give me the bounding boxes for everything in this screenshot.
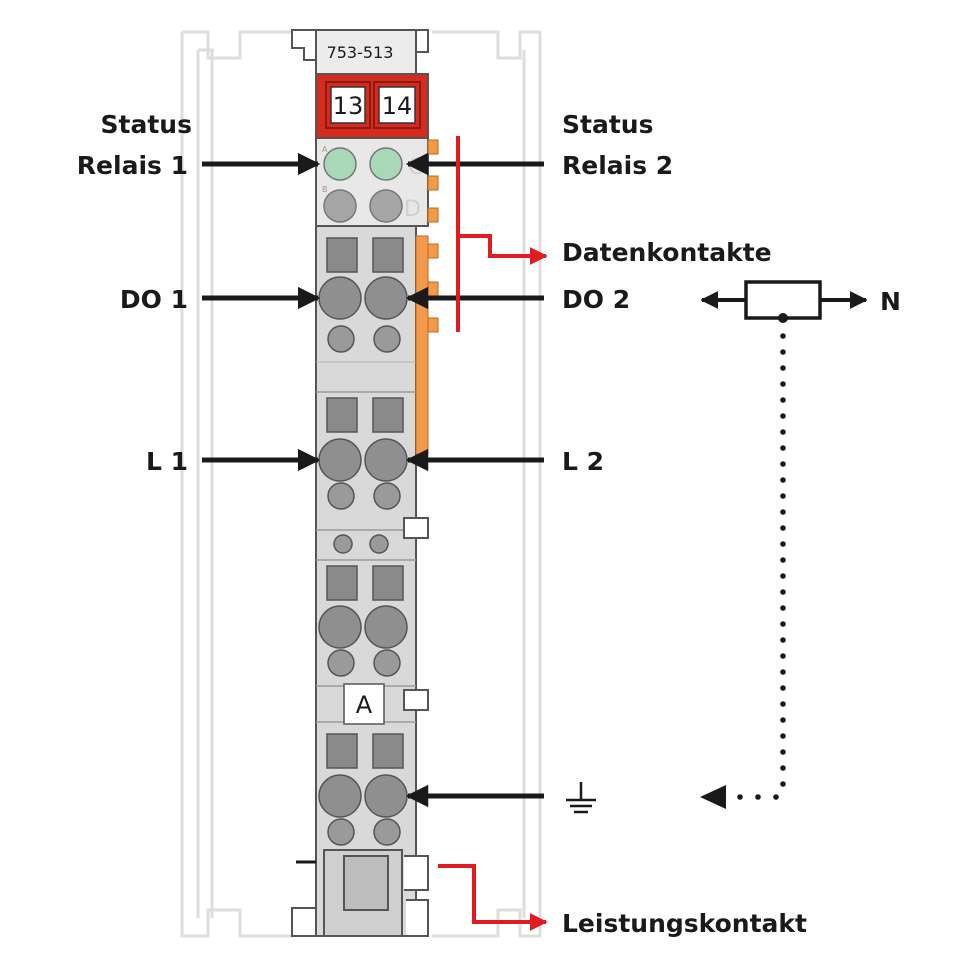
labels: Status Relais 1 Status Relais 2 Datenkon… [77, 110, 807, 938]
ground-icon [566, 782, 596, 814]
status-leds: A B C D [322, 145, 423, 223]
terminal-do1 [318, 276, 362, 320]
led-relay-1 [323, 147, 357, 181]
terminal-blocks [318, 237, 408, 846]
terminal-do2 [364, 276, 408, 320]
svg-text:A: A [322, 145, 328, 154]
terminal-ground [318, 774, 362, 818]
led-gray-1 [323, 189, 357, 223]
label-n: N [880, 287, 901, 316]
label-status-relay-2-line1: Status [562, 110, 653, 139]
terminal-number-13: 13 [333, 92, 364, 120]
label-status-relay-2-line2: Relais 2 [562, 151, 673, 180]
label-status-relay-1-line1: Status [101, 110, 192, 139]
label-power-contact: Leistungskontakt [562, 909, 807, 938]
label-do1: DO 1 [120, 285, 188, 314]
svg-text:C: C [408, 155, 423, 180]
marking-label: A [343, 683, 385, 725]
ghost-neighbour-modules [180, 30, 542, 938]
led-relay-2 [369, 147, 403, 181]
terminal-number-14: 14 [382, 92, 413, 120]
label-l2: L 2 [562, 447, 604, 476]
dotted-connection [700, 333, 786, 809]
part-number: 753-513 [327, 43, 394, 62]
svg-text:A: A [356, 691, 373, 719]
terminal-l1 [318, 438, 362, 482]
svg-text:D: D [404, 197, 421, 222]
svg-text:B: B [322, 185, 328, 194]
terminal-l2 [364, 438, 408, 482]
arrow-data-contacts [458, 234, 548, 265]
led-gray-2 [369, 189, 403, 223]
pointer-arrows [202, 152, 544, 808]
red-arrows [438, 136, 548, 931]
label-status-relay-1-line2: Relais 1 [77, 151, 188, 180]
label-do2: DO 2 [562, 285, 630, 314]
label-l1: L 1 [146, 447, 188, 476]
release-lug [291, 849, 429, 937]
label-data-contacts: Datenkontakte [562, 238, 772, 267]
contact-resistor-icon [700, 280, 868, 323]
arrow-power-contact [438, 864, 548, 931]
